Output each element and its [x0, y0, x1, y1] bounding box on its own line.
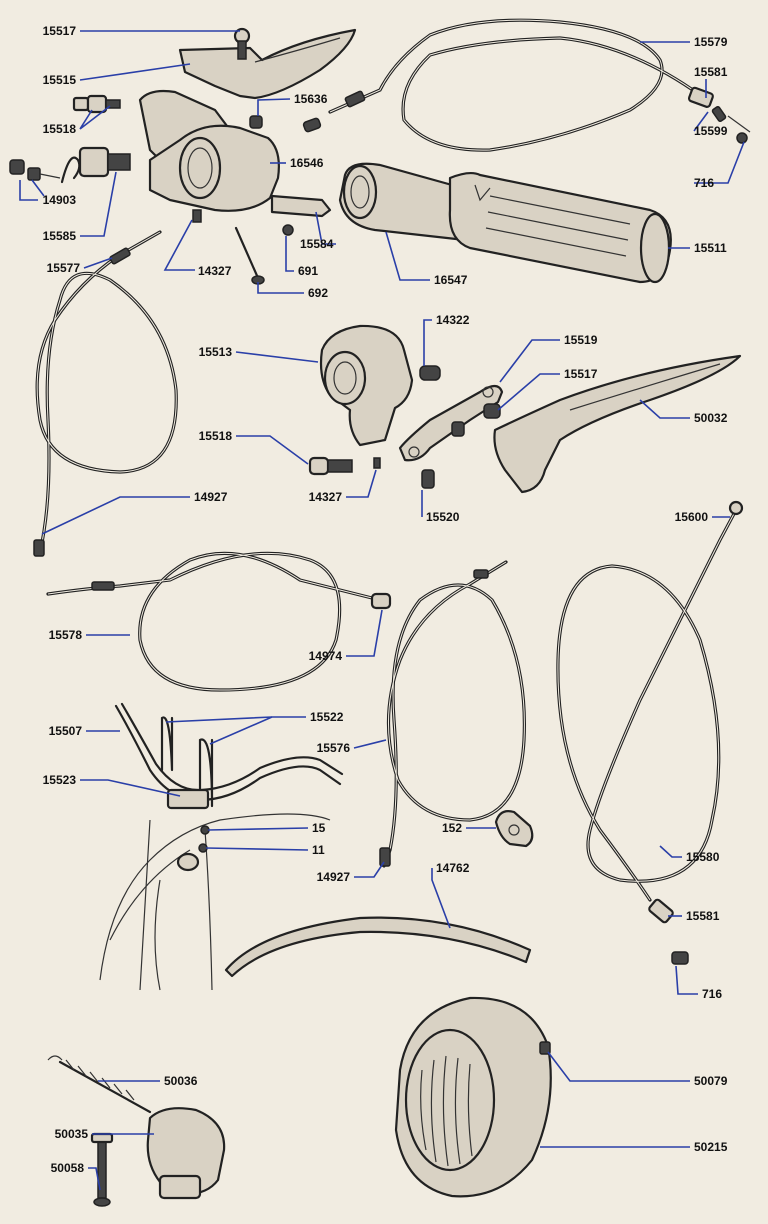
rubber-strip-14762 [224, 916, 532, 978]
label-15511: 15511 [694, 241, 727, 255]
label-15513: 15513 [199, 345, 233, 359]
label-50032: 50032 [694, 411, 728, 425]
label-14927-top: 14927 [194, 490, 228, 504]
label-50058: 50058 [51, 1161, 85, 1175]
label-14927-bottom: 14927 [317, 870, 351, 884]
label-14762: 14762 [436, 861, 470, 875]
label-15599: 15599 [694, 124, 728, 138]
label-15585: 15585 [43, 229, 77, 243]
label-50079: 50079 [694, 1074, 728, 1088]
label-15517-top: 15517 [43, 24, 77, 38]
cable-15578 [46, 551, 392, 692]
label-15518-top: 15518 [43, 122, 77, 136]
label-14974: 14974 [309, 649, 343, 663]
label-50036: 50036 [164, 1074, 198, 1088]
label-15576: 15576 [317, 741, 351, 755]
horn-50215 [394, 996, 552, 1198]
label-15515: 15515 [43, 73, 77, 87]
part-labels: 15517 15515 15518 14903 15585 15577 1432… [43, 24, 728, 1175]
clip-152 [494, 810, 534, 848]
label-16546: 16546 [290, 156, 324, 170]
label-15636: 15636 [294, 92, 328, 106]
label-15580: 15580 [686, 850, 720, 864]
handlebar-grip-15511 [448, 171, 672, 284]
label-11: 11 [312, 843, 325, 857]
label-15581-bottom: 15581 [686, 909, 720, 923]
label-14322: 14322 [436, 313, 470, 327]
cable-15580 [556, 500, 744, 965]
label-15581-top: 15581 [694, 65, 728, 79]
brake-lever-assembly [308, 324, 742, 494]
label-716-bottom: 716 [702, 987, 722, 1001]
label-15522: 15522 [310, 710, 344, 724]
label-15507: 15507 [49, 724, 83, 738]
handlebar-mount [99, 702, 344, 991]
label-15584: 15584 [300, 237, 334, 251]
label-15518-mid: 15518 [199, 429, 233, 443]
label-16547: 16547 [434, 273, 468, 287]
cable-15576 [379, 560, 526, 868]
label-15517-mid: 15517 [564, 367, 598, 381]
label-15577: 15577 [47, 261, 81, 275]
label-15600: 15600 [675, 510, 709, 524]
label-716-top: 716 [694, 176, 714, 190]
throttle-cable-15579 [328, 18, 751, 152]
label-15523: 15523 [43, 773, 77, 787]
label-152: 152 [442, 821, 462, 835]
label-50215: 50215 [694, 1140, 728, 1154]
label-14903: 14903 [43, 193, 77, 207]
label-15578: 15578 [49, 628, 83, 642]
cable-15577 [33, 230, 178, 557]
label-15520: 15520 [426, 510, 460, 524]
leader-lines [19, 30, 745, 1191]
label-692: 692 [308, 286, 328, 300]
left-lever-assembly [9, 27, 357, 285]
twist-grip-sleeve-16547 [338, 162, 472, 242]
label-15579: 15579 [694, 35, 728, 49]
label-15519: 15519 [564, 333, 598, 347]
dip-switch-50035 [47, 1055, 226, 1207]
label-15: 15 [312, 821, 326, 835]
label-691: 691 [298, 264, 318, 278]
label-14327-mid: 14327 [309, 490, 343, 504]
label-14327-top: 14327 [198, 264, 232, 278]
label-50035: 50035 [55, 1127, 89, 1141]
